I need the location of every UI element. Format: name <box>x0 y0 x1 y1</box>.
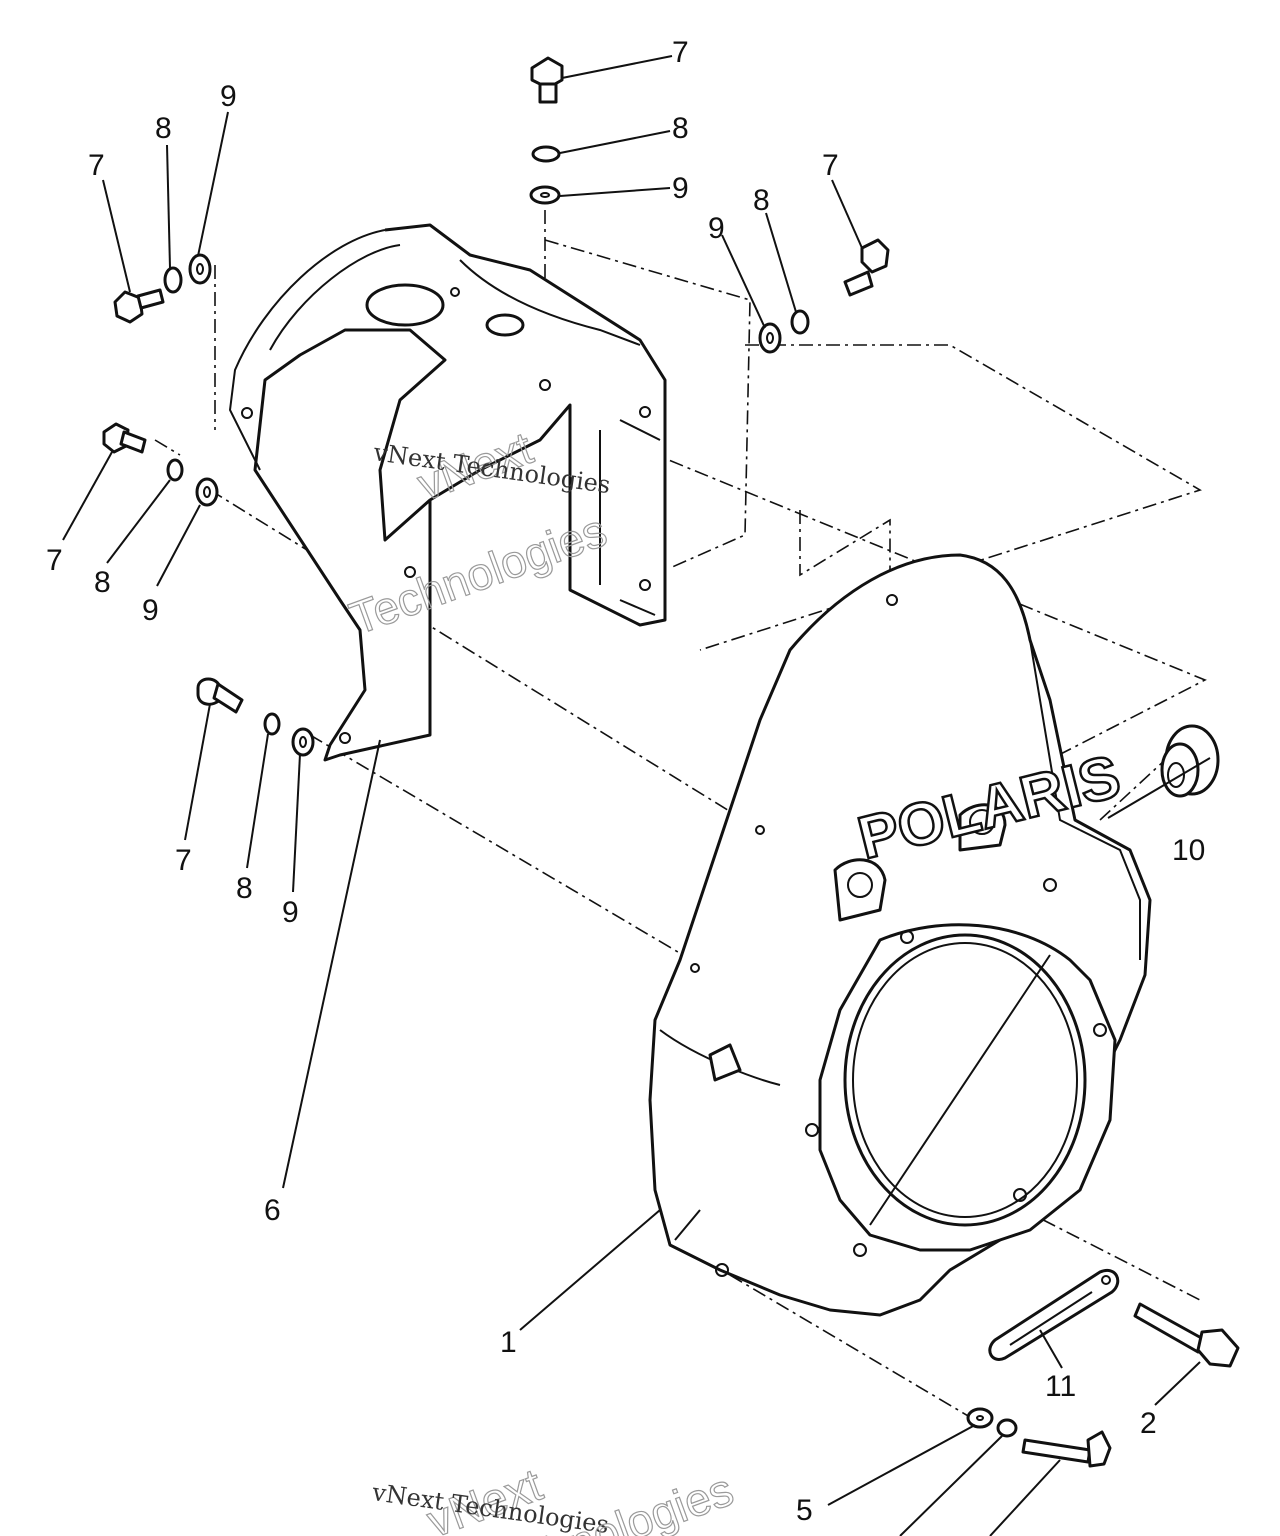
callout-9-lower-left: 9 <box>282 896 299 929</box>
strap-bracket <box>988 1268 1120 1361</box>
washer-upper-right <box>758 322 782 354</box>
washer-upper-left <box>188 253 212 285</box>
callout-9-top: 9 <box>672 172 689 205</box>
bolt-lower-left <box>196 677 244 714</box>
bolt-upper-right <box>843 238 890 297</box>
callout-8-mid-left: 8 <box>94 566 111 599</box>
bolt-bottom <box>1021 1430 1112 1468</box>
washer-lower-left <box>291 727 315 757</box>
callout-8-lower-left: 8 <box>236 872 253 905</box>
callout-11: 11 <box>1045 1370 1076 1403</box>
lockwasher-upper-left <box>163 266 183 294</box>
blower-housing: POLARIS <box>648 553 1152 1317</box>
callout-6: 6 <box>264 1194 281 1227</box>
fasteners <box>102 56 1240 1468</box>
bolt-mid-left <box>102 422 147 454</box>
callout-9-upper-right: 9 <box>708 212 725 245</box>
leader-lines <box>62 55 1211 1536</box>
callout-10: 10 <box>1172 834 1205 867</box>
callout-5: 5 <box>796 1494 813 1527</box>
lockwasher-lower-left <box>263 712 281 736</box>
lockwasher-bottom <box>996 1418 1018 1438</box>
lockwasher-upper-right <box>790 309 810 335</box>
grommet <box>1160 724 1220 798</box>
callout-2: 2 <box>1140 1407 1157 1440</box>
callout-7-upper-left: 7 <box>88 149 105 182</box>
callout-7-upper-right: 7 <box>822 149 839 182</box>
bolt-top <box>530 56 564 104</box>
lockwasher-mid-left <box>166 458 184 482</box>
callout-9-mid-left: 9 <box>142 594 159 627</box>
callout-labels: 7 8 9 7 8 9 9 8 7 7 8 9 7 8 9 10 6 1 11 … <box>46 36 1205 1527</box>
callout-8-upper-left: 8 <box>155 112 172 145</box>
lockwasher-top <box>531 145 561 163</box>
washer-mid-left <box>195 477 219 507</box>
callout-7-lower-left: 7 <box>175 844 192 877</box>
callout-9-upper-left: 9 <box>220 80 237 113</box>
bolt-lower-right <box>1133 1302 1240 1368</box>
bolt-upper-left <box>113 288 165 324</box>
watermark-bottom: vNext vNext Technologies Technologies <box>370 1457 741 1536</box>
washer-top <box>529 185 561 205</box>
callout-7-top: 7 <box>672 36 689 69</box>
upper-shroud <box>228 223 667 762</box>
callout-1: 1 <box>500 1326 517 1359</box>
callout-8-top: 8 <box>672 112 689 145</box>
washer-bottom <box>966 1407 994 1429</box>
callout-7-mid-left: 7 <box>46 544 63 577</box>
callout-8-upper-right: 8 <box>753 184 770 217</box>
